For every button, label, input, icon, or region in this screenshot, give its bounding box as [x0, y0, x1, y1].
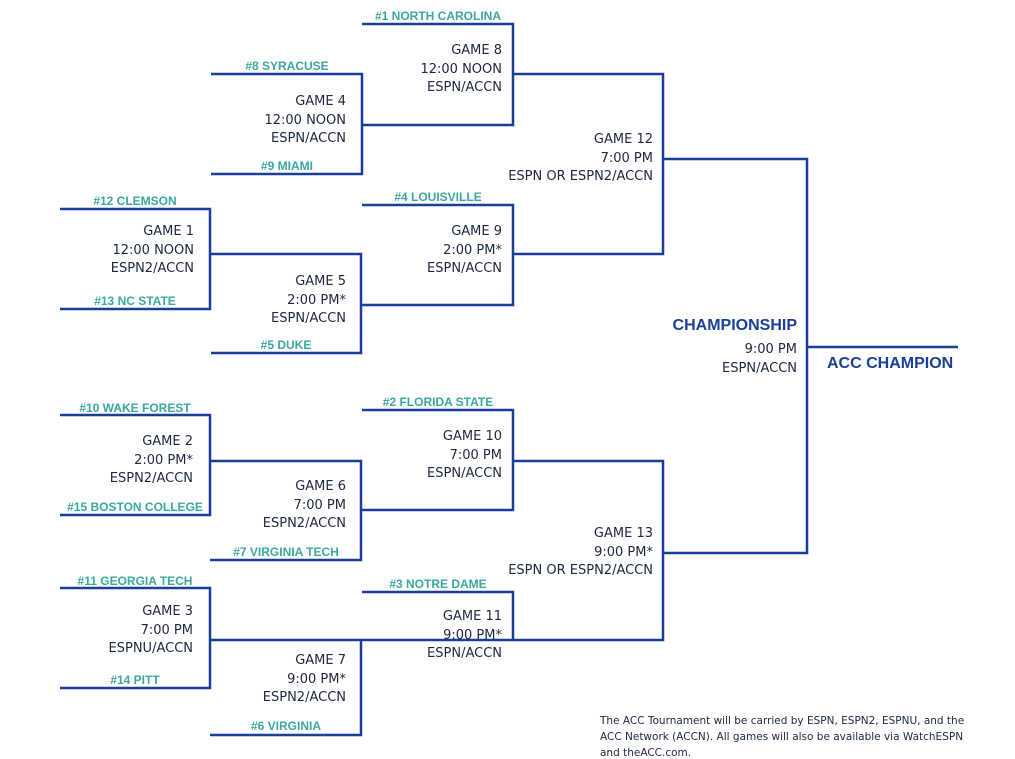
- game-network: ESPN/ACCN: [427, 261, 502, 276]
- game-time: 7:00 PM: [449, 447, 502, 463]
- team-syracuse: #8 SYRACUSE: [245, 59, 329, 73]
- bracket-line-game5: [211, 252, 363, 355]
- bracket-line-game11: [362, 590, 515, 642]
- game-name: GAME 1: [143, 224, 194, 239]
- game-time: 12:00 NOON: [264, 112, 346, 128]
- game-name: GAME 6: [295, 479, 346, 494]
- bracket-line-championship: [663, 157, 809, 555]
- game-name: GAME 4: [295, 94, 346, 109]
- game-name: GAME 11: [442, 609, 502, 624]
- game-6-info: GAME 6 7:00 PM ESPN2/ACCN: [263, 478, 346, 534]
- game-13-info: GAME 13 9:00 PM* ESPN OR ESPN2/ACCN: [508, 525, 653, 581]
- game-8-info: GAME 8 12:00 NOON ESPN/ACCN: [420, 42, 502, 98]
- team-virginia: #6 VIRGINIA: [250, 719, 322, 733]
- team-virginia-tech: #7 VIRGINIA TECH: [233, 545, 339, 559]
- bracket-line-game12: [513, 72, 665, 256]
- acc-champion-label: ACC CHAMPION: [827, 355, 954, 372]
- team-louisville: #4 LOUISVILLE: [394, 190, 482, 204]
- game-network: ESPN OR ESPN2/ACCN: [508, 169, 653, 184]
- game-network: ESPN/ACCN: [427, 80, 502, 95]
- game-time: 12:00 NOON: [112, 242, 194, 258]
- broadcast-footnote: The ACC Tournament will be carried by ES…: [600, 715, 965, 759]
- team-north-carolina: #1 NORTH CAROLINA: [374, 9, 502, 23]
- game-name: GAME 9: [451, 224, 502, 239]
- team-clemson: #12 CLEMSON: [93, 194, 177, 208]
- game-7-info: GAME 7 9:00 PM* ESPN2/ACCN: [263, 652, 346, 708]
- game-5-info: GAME 5 2:00 PM* ESPN/ACCN: [271, 273, 346, 329]
- bracket-line-game13: [513, 459, 665, 642]
- game-time: 2:00 PM*: [443, 242, 502, 258]
- bracket-line-game6: [210, 459, 363, 562]
- game-time: 9:00 PM*: [287, 671, 346, 687]
- bracket-line-game1: [60, 207, 212, 311]
- game-11-info: GAME 11 9:00 PM* ESPN/ACCN: [427, 608, 502, 664]
- championship-network: ESPN/ACCN: [722, 360, 797, 376]
- game-name: GAME 12: [593, 132, 653, 147]
- team-miami: #9 MIAMI: [260, 159, 314, 173]
- team-boston-college: #15 BOSTON COLLEGE: [67, 500, 203, 514]
- game-name: GAME 8: [451, 43, 502, 58]
- game-network: ESPN2/ACCN: [109, 471, 193, 486]
- bracket-line-game3: [60, 586, 212, 690]
- game-time: 2:00 PM*: [134, 452, 193, 468]
- game-name: GAME 13: [593, 526, 653, 541]
- game-10-info: GAME 10 7:00 PM ESPN/ACCN: [427, 428, 502, 484]
- game-network: ESPN/ACCN: [427, 466, 502, 481]
- game-time: 7:00 PM: [140, 622, 193, 638]
- game-time: 2:00 PM*: [287, 292, 346, 308]
- game-name: GAME 7: [295, 653, 346, 668]
- game-time: 7:00 PM: [293, 497, 346, 513]
- bracket-line-game7: [210, 638, 363, 737]
- championship-title: CHAMPIONSHIP: [672, 317, 797, 334]
- game-network: ESPN2/ACCN: [110, 261, 194, 276]
- game-network: ESPN OR ESPN2/ACCN: [508, 563, 653, 578]
- team-duke: #5 DUKE: [260, 338, 312, 352]
- championship-time: 9:00 PM: [744, 342, 797, 357]
- team-florida-state: #2 FLORIDA STATE: [382, 395, 494, 409]
- game-name: GAME 5: [295, 274, 346, 289]
- game-name: GAME 10: [442, 429, 502, 444]
- game-network: ESPN/ACCN: [427, 646, 502, 661]
- team-nc-state: #13 NC STATE: [94, 294, 176, 308]
- game-time: 9:00 PM*: [594, 544, 653, 560]
- game-network: ESPN2/ACCN: [262, 690, 346, 705]
- game-3-info: GAME 3 7:00 PM ESPNU/ACCN: [109, 603, 193, 659]
- game-12-info: GAME 12 7:00 PM ESPN OR ESPN2/ACCN: [508, 131, 653, 187]
- game-name: GAME 3: [142, 604, 193, 619]
- game-time: 9:00 PM*: [443, 627, 502, 643]
- team-notre-dame: #3 NOTRE DAME: [389, 577, 487, 591]
- bracket-line-game2: [60, 413, 212, 517]
- bracket-line-game4: [211, 72, 364, 176]
- game-name: GAME 2: [142, 434, 193, 449]
- game-network: ESPN/ACCN: [271, 311, 346, 326]
- game-2-info: GAME 2 2:00 PM* ESPN2/ACCN: [110, 433, 193, 489]
- team-georgia-tech: #11 GEORGIA TECH: [77, 574, 193, 588]
- game-network: ESPN2/ACCN: [262, 516, 346, 531]
- game-9-info: GAME 9 2:00 PM* ESPN/ACCN: [427, 223, 502, 279]
- game-1-info: GAME 1 12:00 NOON ESPN2/ACCN: [111, 223, 194, 279]
- game-network: ESPNU/ACCN: [108, 641, 193, 656]
- game-time: 12:00 NOON: [420, 61, 502, 77]
- game-4-info: GAME 4 12:00 NOON ESPN/ACCN: [264, 93, 346, 149]
- team-pitt: #14 PITT: [110, 673, 160, 687]
- game-network: ESPN/ACCN: [271, 131, 346, 146]
- championship-info: 9:00 PM ESPN/ACCN: [722, 341, 797, 378]
- team-wake-forest: #10 WAKE FOREST: [79, 401, 191, 415]
- game-time: 7:00 PM: [600, 150, 653, 166]
